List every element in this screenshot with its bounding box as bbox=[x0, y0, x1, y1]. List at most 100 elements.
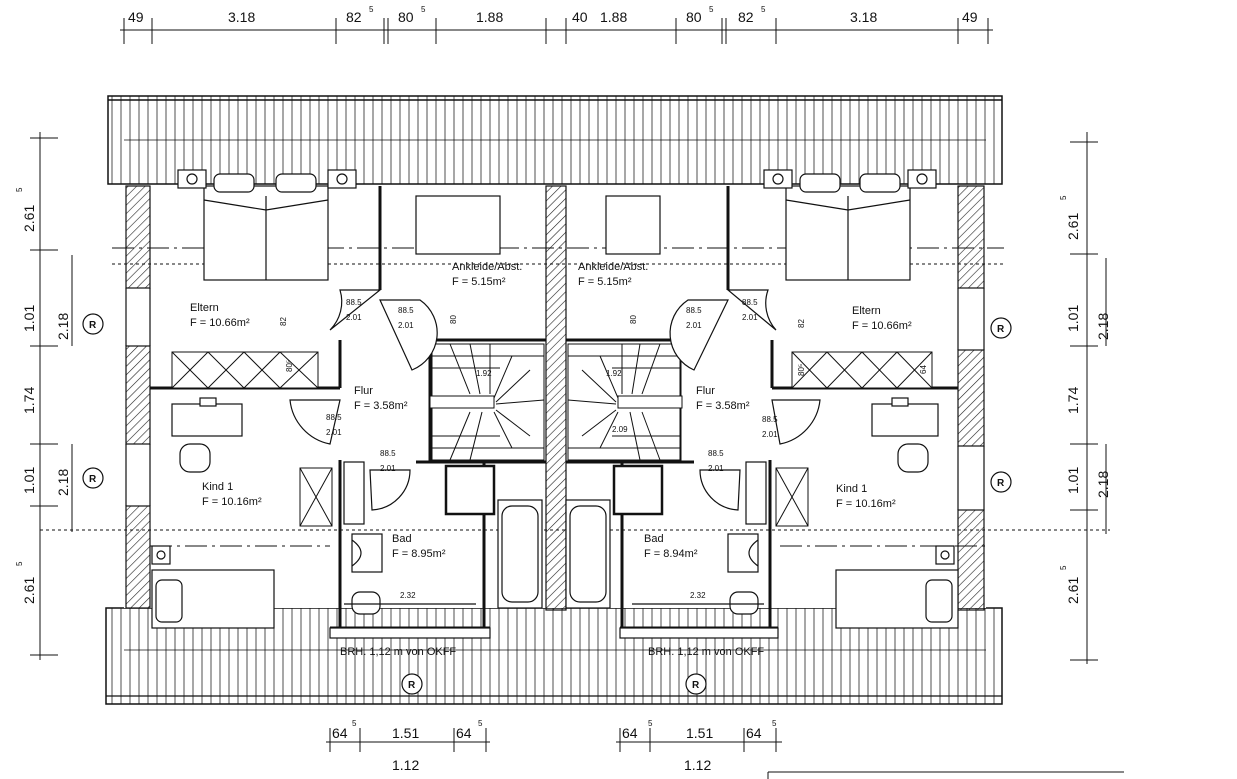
dim-bottom-left-total: 1.12 bbox=[392, 757, 419, 773]
dim-top-9-sup: 5 bbox=[761, 5, 766, 14]
room-labels-right: Eltern F = 10.66m² Ankleide/Abst. F = 5.… bbox=[578, 261, 912, 560]
desks bbox=[171, 397, 939, 473]
dim-bottom-left-b: 1.51 bbox=[392, 725, 419, 741]
r-marker-3: R bbox=[997, 324, 1005, 335]
r-marker-6: R bbox=[692, 680, 700, 691]
dim-top-2: 3.18 bbox=[228, 9, 255, 25]
lamp-icons bbox=[151, 169, 955, 565]
small-dim-64-right: 64 bbox=[919, 365, 928, 374]
bad-width-right: 2.32 bbox=[690, 591, 706, 600]
misc-labels: 2.32 2.32 1.92 1.92 2.09 82 80 80 82 80⁵… bbox=[279, 315, 928, 600]
bed-kind-left bbox=[151, 569, 275, 629]
right-dimension-chain bbox=[1070, 132, 1107, 664]
dim-bottom-left-c-sup: 5 bbox=[478, 719, 483, 728]
dim-top-9: 82 bbox=[738, 9, 754, 25]
room-kind-right-name: Kind 1 bbox=[836, 483, 867, 495]
outer-walls bbox=[125, 185, 985, 611]
door-width-6: 88.5 bbox=[742, 298, 758, 307]
dim-top-8-sup: 5 bbox=[709, 5, 714, 14]
r-marker-4: R bbox=[997, 478, 1005, 489]
small-dim-80-5-right: 80⁵ bbox=[797, 364, 806, 376]
bottom-dimension-chains bbox=[326, 728, 1124, 779]
left-dimension-chain bbox=[30, 132, 73, 660]
dim-top-8: 80 bbox=[686, 9, 702, 25]
door-height-4: 2.01 bbox=[380, 464, 396, 473]
r-markers bbox=[82, 313, 1012, 695]
dim-bottom-left-a-sup: 5 bbox=[352, 719, 357, 728]
stair-label-right-top: 1.92 bbox=[606, 369, 622, 378]
dim-top-3: 82 bbox=[346, 9, 362, 25]
dim-right-4: 1.01 bbox=[1065, 467, 1081, 494]
room-kind-right-area: F = 10.16m² bbox=[836, 498, 896, 510]
stair-label-right-bottom: 2.09 bbox=[612, 425, 628, 434]
dim-left-2: 1.01 bbox=[21, 305, 37, 332]
small-dim-80-right: 80 bbox=[629, 315, 638, 324]
dim-left-1-sup: 5 bbox=[15, 187, 24, 192]
bad-width-left: 2.32 bbox=[400, 591, 416, 600]
bed-kind-right bbox=[835, 569, 959, 629]
door-width-4: 88.5 bbox=[380, 449, 396, 458]
dim-right-5: 2.61 bbox=[1065, 577, 1081, 604]
room-bad-right-area: F = 8.94m² bbox=[644, 548, 698, 560]
dim-left-1: 2.61 bbox=[21, 205, 37, 232]
dim-left-5: 2.61 bbox=[21, 577, 37, 604]
room-flur-left-name: Flur bbox=[354, 385, 373, 397]
dim-top-6: 40 bbox=[572, 9, 588, 25]
dim-top-7: 1.88 bbox=[600, 9, 627, 25]
door-height-6: 2.01 bbox=[742, 313, 758, 322]
window-sills bbox=[329, 627, 779, 639]
dim-left-3: 1.74 bbox=[21, 387, 37, 414]
door-height-3: 2.01 bbox=[326, 428, 342, 437]
top-dimension-chain bbox=[120, 18, 993, 44]
dim-bottom-right-c: 64 bbox=[746, 725, 762, 741]
room-kind-left-area: F = 10.16m² bbox=[202, 496, 262, 508]
dim-bottom-left-c: 64 bbox=[456, 725, 472, 741]
bed-eltern-right bbox=[785, 173, 911, 281]
r-marker-1: R bbox=[89, 320, 97, 331]
door-width-2: 88.5 bbox=[398, 306, 414, 315]
door-height-8: 2.01 bbox=[708, 464, 724, 473]
r-marker-5: R bbox=[408, 680, 416, 691]
dim-bottom-right-total: 1.12 bbox=[684, 757, 711, 773]
dim-bottom-left-a: 64 bbox=[332, 725, 348, 741]
dim-top-3-sup: 5 bbox=[369, 5, 374, 14]
brh-note-right: BRH. 1,12 m von OKFF bbox=[648, 646, 764, 658]
room-flur-right-name: Flur bbox=[696, 385, 715, 397]
dim-bottom-right-a: 64 bbox=[622, 725, 638, 741]
room-bad-left-area: F = 8.95m² bbox=[392, 548, 446, 560]
bathroom-left bbox=[344, 464, 543, 615]
room-kind-left-name: Kind 1 bbox=[202, 481, 233, 493]
room-eltern-right-area: F = 10.66m² bbox=[852, 320, 912, 332]
room-eltern-right-name: Eltern bbox=[852, 305, 881, 317]
room-ankleide-left-area: F = 5.15m² bbox=[452, 276, 506, 288]
small-dim-80-left: 80 bbox=[449, 315, 458, 324]
door-height-5: 2.01 bbox=[686, 321, 702, 330]
dim-top-10: 3.18 bbox=[850, 9, 877, 25]
wardrobes bbox=[171, 351, 933, 527]
door-size-labels: 88.5 2.01 88.5 2.01 88.5 2.01 88.5 2.01 … bbox=[326, 298, 778, 473]
door-width-5: 88.5 bbox=[686, 306, 702, 315]
room-bad-left-name: Bad bbox=[392, 533, 412, 545]
r-marker-labels: R R R R R R bbox=[89, 320, 1005, 691]
small-dim-82-left: 82 bbox=[279, 317, 288, 326]
door-height-1: 2.01 bbox=[346, 313, 362, 322]
left-dimension-labels: 2.61 5 1.01 1.74 1.01 2.61 5 2.18 2.18 bbox=[15, 187, 71, 604]
room-flur-left-area: F = 3.58m² bbox=[354, 400, 408, 412]
dim-left-5-sup: 5 bbox=[15, 561, 24, 566]
dim-left-inner-1: 2.18 bbox=[55, 313, 71, 340]
dim-right-1-sup: 5 bbox=[1059, 195, 1068, 200]
roof-top bbox=[107, 95, 1003, 185]
door-height-2: 2.01 bbox=[398, 321, 414, 330]
brh-notes: BRH. 1,12 m von OKFF BRH. 1,12 m von OKF… bbox=[340, 646, 764, 658]
door-height-7: 2.01 bbox=[762, 430, 778, 439]
dim-top-5: 1.88 bbox=[476, 9, 503, 25]
top-dimension-labels: 49 3.18 82 5 80 5 1.88 40 1.88 80 5 82 5… bbox=[128, 5, 978, 25]
stairs-right bbox=[567, 343, 683, 461]
dim-right-5-sup: 5 bbox=[1059, 565, 1068, 570]
door-width-3: 88.5 bbox=[326, 413, 342, 422]
dim-right-2: 1.01 bbox=[1065, 305, 1081, 332]
dim-right-inner-2: 2.18 bbox=[1095, 471, 1111, 498]
dim-top-4-sup: 5 bbox=[421, 5, 426, 14]
door-swings bbox=[289, 289, 821, 525]
